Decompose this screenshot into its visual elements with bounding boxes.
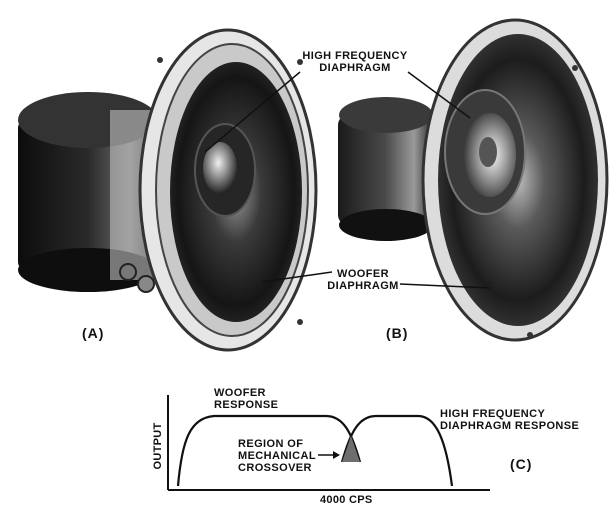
speaker-a [18, 28, 318, 352]
y-axis-label: OUTPUT [152, 422, 164, 470]
woofer-leader-a [261, 271, 333, 283]
woofer-diaphragm-line2: DIAPHRAGM [327, 280, 399, 292]
hf-response-line2: DIAPHRAGM RESPONSE [440, 420, 580, 432]
hf-leader-a [204, 71, 301, 153]
response-graph [167, 395, 490, 491]
figure-label-a: (A) [82, 325, 105, 341]
figure-label-b: (B) [386, 325, 409, 341]
woofer-response-label: WOOFER RESPONSE [214, 387, 304, 411]
terminal-icon [119, 263, 137, 281]
hf-leader-b [407, 71, 471, 119]
crossover-line3: CROSSOVER [238, 462, 312, 474]
hf-response-label: HIGH FREQUENCY DIAPHRAGM RESPONSE [440, 408, 600, 432]
speaker-b [338, 18, 609, 342]
speaker-photo [18, 18, 609, 352]
hf-diaphragm-label: HIGH FREQUENCY DIAPHRAGM [300, 50, 410, 74]
hf-response-line1: HIGH FREQUENCY [440, 408, 546, 420]
hf-diaphragm-line2: DIAPHRAGM [319, 62, 391, 74]
arrow-head-icon [333, 451, 340, 459]
hf-diaphragm-line1: HIGH FREQUENCY [302, 50, 408, 62]
crossover-region [342, 436, 360, 462]
crossover-line2: MECHANICAL [238, 450, 316, 462]
x-axis-label: 4000 CPS [320, 494, 373, 506]
woofer-response-line2: RESPONSE [214, 399, 279, 411]
woofer-response-line1: WOOFER [214, 387, 266, 399]
figure-label-c: (C) [510, 456, 533, 472]
woofer-diaphragm-label: WOOFER DIAPHRAGM [318, 268, 408, 292]
crossover-label: REGION OF MECHANICAL CROSSOVER [238, 438, 320, 474]
woofer-leader-b [399, 283, 491, 289]
hf-response-curve [340, 414, 454, 487]
terminal-icon [137, 275, 155, 293]
crossover-line1: REGION OF [238, 438, 304, 450]
woofer-diaphragm-line1: WOOFER [337, 268, 389, 280]
